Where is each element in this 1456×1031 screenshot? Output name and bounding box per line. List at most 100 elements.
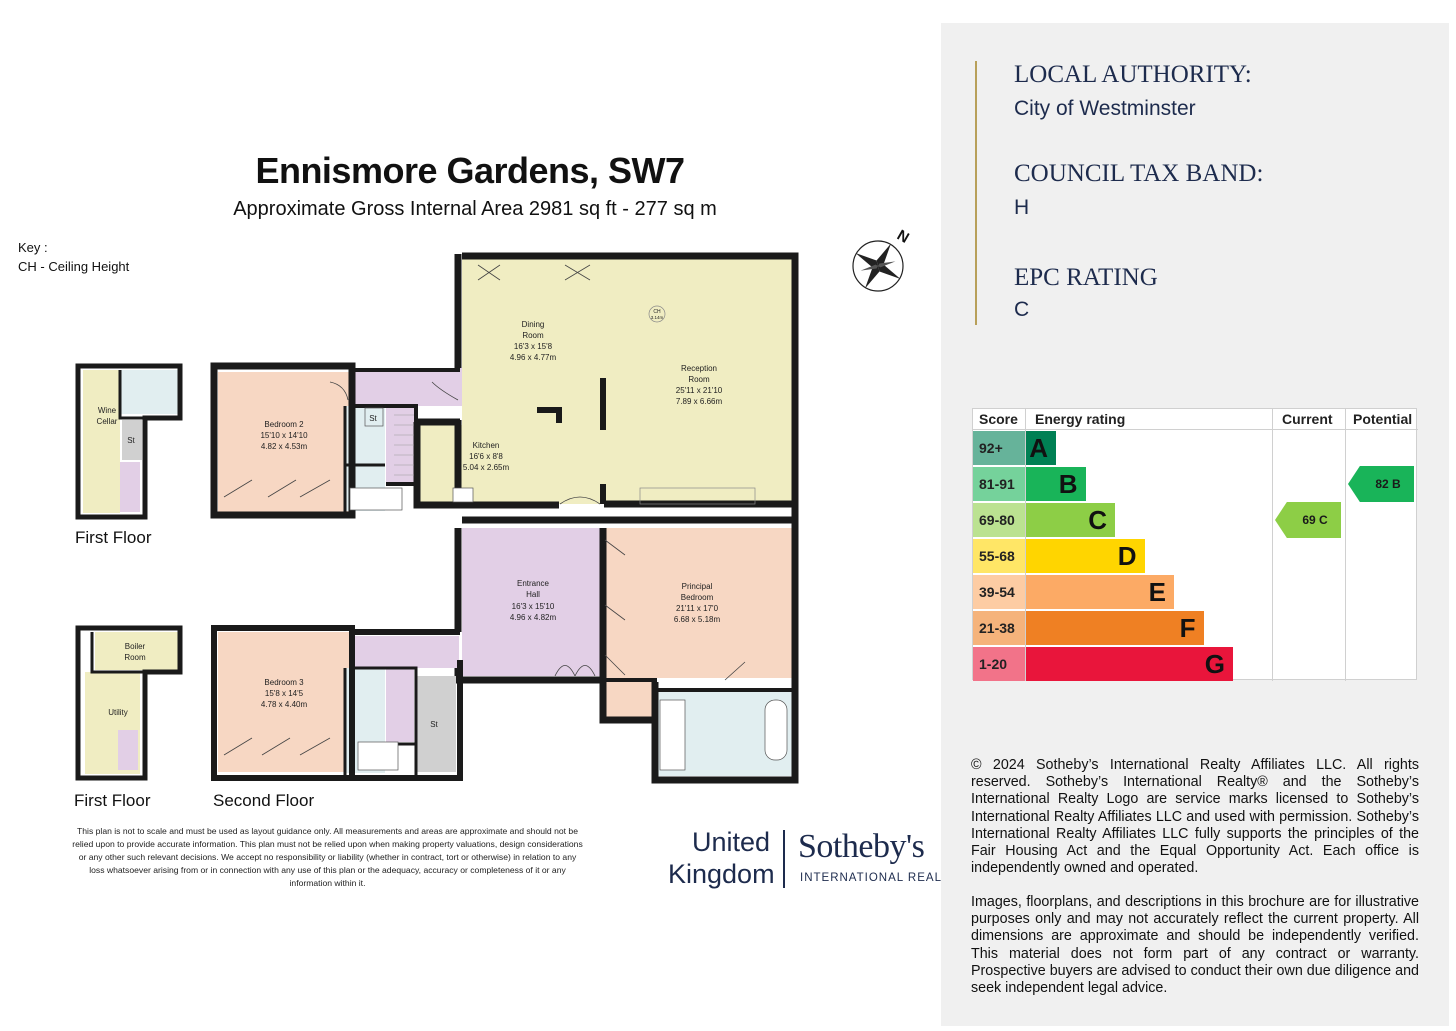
epc-band-score: 1-20: [973, 647, 1025, 681]
epc-header-rating: Energy rating: [1035, 411, 1126, 427]
svg-text:6.68 x 5.18m: 6.68 x 5.18m: [674, 615, 721, 624]
plan-key: Key : CH - Ceiling Height: [18, 238, 129, 276]
council-tax-value: H: [1014, 196, 1030, 219]
compass-north-label: N: [894, 227, 912, 247]
epc-divider: [1025, 409, 1026, 681]
epc-potential-arrow: 82 B: [1348, 466, 1414, 502]
room-label-boiler: Boiler: [125, 642, 146, 651]
epc-divider: [973, 429, 1418, 430]
floor-first-lower: Boiler Room Utility First Floor: [74, 625, 183, 810]
gross-area-subtitle: Approximate Gross Internal Area 2981 sq …: [233, 198, 717, 220]
svg-text:Bedroom: Bedroom: [681, 593, 714, 602]
ceiling-height-marker: CH: [653, 309, 661, 315]
logo-brand-sub: INTERNATIONAL REALTY: [800, 872, 958, 884]
key-item-ceiling-height: CH - Ceiling Height: [18, 259, 130, 274]
epc-header-potential: Potential: [1353, 411, 1413, 427]
svg-text:Principal: Principal: [682, 582, 713, 591]
room-label-bedroom-2: Bedroom 2 15'10 x 14'10 4.82 x 4.53m: [260, 420, 308, 451]
epc-band-letter: D: [1117, 541, 1137, 571]
info-accent-line: [975, 61, 977, 325]
svg-text:7.89 x 6.66m: 7.89 x 6.66m: [676, 397, 723, 406]
svg-text:16'3 x 15'8: 16'3 x 15'8: [514, 342, 553, 351]
logo-region-line2: Kingdom: [668, 859, 775, 889]
epc-divider: [1345, 409, 1346, 681]
epc-band-bar: G: [1026, 647, 1233, 681]
epc-band-letter: E: [1148, 577, 1166, 607]
svg-text:Room: Room: [522, 331, 544, 340]
svg-text:Bedroom 2: Bedroom 2: [264, 420, 304, 429]
room-label-bedroom-3: Bedroom 3 15'8 x 14'5 4.78 x 4.40m: [261, 678, 308, 709]
epc-band-score: 55-68: [973, 539, 1025, 573]
svg-text:Cellar: Cellar: [97, 417, 118, 426]
brochure-notice: Images, floorplans, and descriptions in …: [971, 894, 1419, 997]
svg-text:25'11 x 21'10: 25'11 x 21'10: [676, 386, 723, 395]
epc-band-letter: F: [1179, 613, 1196, 643]
svg-text:Entrance: Entrance: [517, 579, 550, 588]
floor-label-second: Second Floor: [213, 791, 314, 810]
room-label-store-2: St: [127, 436, 135, 445]
floor-second: Bedroom 3 15'8 x 14'5 4.78 x 4.40m St Se…: [211, 625, 463, 810]
logo-brand: Sotheby's: [798, 828, 925, 865]
room-label-principal-bedroom: Principal Bedroom 21'11 x 17'0 6.68 x 5.…: [674, 582, 721, 624]
property-title: Ennismore Gardens, SW7: [255, 150, 685, 191]
svg-text:21'11 x 17'0: 21'11 x 17'0: [676, 604, 719, 613]
floorplan: N CH: [74, 227, 912, 810]
ceiling-height-value: 3.14m: [651, 315, 664, 320]
epc-band-bar: E: [1026, 575, 1174, 609]
info-sidebar: LOCAL AUTHORITY: City of Westminster COU…: [941, 23, 1449, 1026]
room-label-store-1: St: [369, 414, 377, 423]
svg-text:4.96 x 4.77m: 4.96 x 4.77m: [510, 353, 557, 362]
local-authority-value: City of Westminster: [1014, 97, 1196, 120]
floor-first-upper: Wine Cellar St First Floor: [75, 363, 183, 547]
local-authority-label: LOCAL AUTHORITY:: [1014, 61, 1252, 88]
svg-text:Reception: Reception: [681, 364, 717, 373]
copyright-notice: © 2024 Sotheby’s International Realty Af…: [971, 757, 1419, 877]
svg-text:16'3 x 15'10: 16'3 x 15'10: [512, 602, 555, 611]
room-label-entrance-hall: Entrance Hall 16'3 x 15'10 4.96 x 4.82m: [510, 579, 557, 622]
room-label-utility: Utility: [108, 708, 128, 717]
svg-text:Room: Room: [124, 653, 146, 662]
floor-label-first-2: First Floor: [74, 791, 151, 810]
room-label-dining: Dining Room 16'3 x 15'8 4.96 x 4.77m: [510, 320, 557, 362]
plan-disclaimer: This plan is not to scale and must be us…: [72, 826, 583, 888]
svg-text:Kitchen: Kitchen: [473, 441, 500, 450]
epc-band-letter: C: [1088, 505, 1107, 535]
epc-band-bar: C: [1026, 503, 1115, 537]
svg-text:15'10 x 14'10: 15'10 x 14'10: [260, 431, 308, 440]
room-label-store-3: St: [430, 720, 438, 729]
room-label-wine-cellar: Wine: [98, 406, 117, 415]
room-label-reception: Reception Room 25'11 x 21'10 7.89 x 6.66…: [676, 364, 723, 406]
svg-text:Bedroom 3: Bedroom 3: [264, 678, 304, 687]
epc-band-letter: B: [1058, 469, 1078, 499]
compass-icon: N: [852, 227, 912, 292]
epc-rating-value: C: [1014, 298, 1030, 321]
epc-band-bar: B: [1026, 467, 1086, 501]
epc-divider: [1272, 409, 1273, 681]
epc-band-bar: D: [1026, 539, 1145, 573]
epc-band-score: 81-91: [973, 467, 1025, 501]
logo-region: United Kingdom: [668, 826, 775, 890]
key-heading: Key :: [18, 240, 48, 255]
room-label-kitchen: Kitchen 16'6 x 8'8 5.04 x 2.65m: [463, 441, 510, 472]
svg-text:Dining: Dining: [522, 320, 545, 329]
svg-text:4.78 x 4.40m: 4.78 x 4.40m: [261, 700, 308, 709]
epc-current-arrow: 69 C: [1275, 502, 1341, 538]
epc-band-score: 39-54: [973, 575, 1025, 609]
epc-band-letter: A: [1029, 433, 1048, 463]
svg-text:Hall: Hall: [526, 590, 540, 599]
epc-rating-label: EPC RATING: [1014, 264, 1158, 291]
floor-label-first: First Floor: [75, 528, 152, 547]
svg-text:4.82 x 4.53m: 4.82 x 4.53m: [261, 442, 308, 451]
logo-region-line1: United: [691, 827, 770, 857]
epc-band-score: 21-38: [973, 611, 1025, 645]
epc-band-score: 69-80: [973, 503, 1025, 537]
epc-band-letter: G: [1204, 649, 1225, 679]
svg-text:15'8 x 14'5: 15'8 x 14'5: [265, 689, 304, 698]
council-tax-label: COUNCIL TAX BAND:: [1014, 160, 1264, 187]
epc-chart: Score Energy rating Current Potential 92…: [972, 408, 1418, 681]
epc-band-score: 92+: [973, 431, 1025, 465]
svg-text:4.96 x 4.82m: 4.96 x 4.82m: [510, 613, 557, 622]
logo-divider: [783, 830, 785, 888]
epc-header-current: Current: [1282, 411, 1333, 427]
svg-text:16'6 x 8'8: 16'6 x 8'8: [469, 452, 503, 461]
